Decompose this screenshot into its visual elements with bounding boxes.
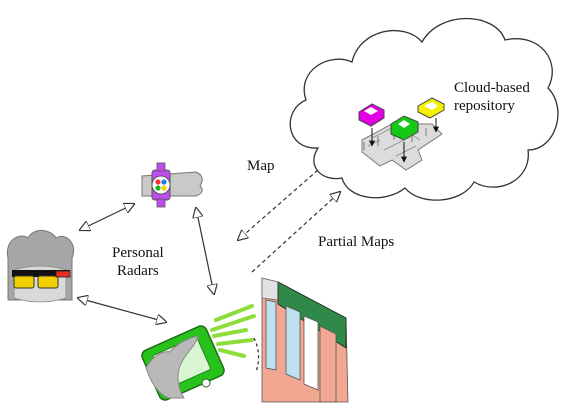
room-scene-icon	[261, 277, 349, 403]
cloud-label: Cloud-based repository	[454, 80, 530, 114]
smartphone-icon	[141, 304, 260, 401]
glasses-phone-arrow	[78, 298, 166, 322]
watch-phone-arrow	[196, 208, 214, 294]
personal-radars-label: Personal Radars	[112, 245, 164, 279]
map-label: Map	[247, 158, 275, 174]
partial-maps-arrow	[251, 192, 340, 273]
floor-plan-icon	[358, 97, 445, 171]
map-arrow	[238, 169, 319, 240]
glasses-watch-arrow	[80, 204, 134, 230]
partial-maps-label: Partial Maps	[318, 234, 395, 250]
smartwatch-icon	[141, 162, 203, 208]
smart-glasses-icon	[6, 230, 74, 303]
